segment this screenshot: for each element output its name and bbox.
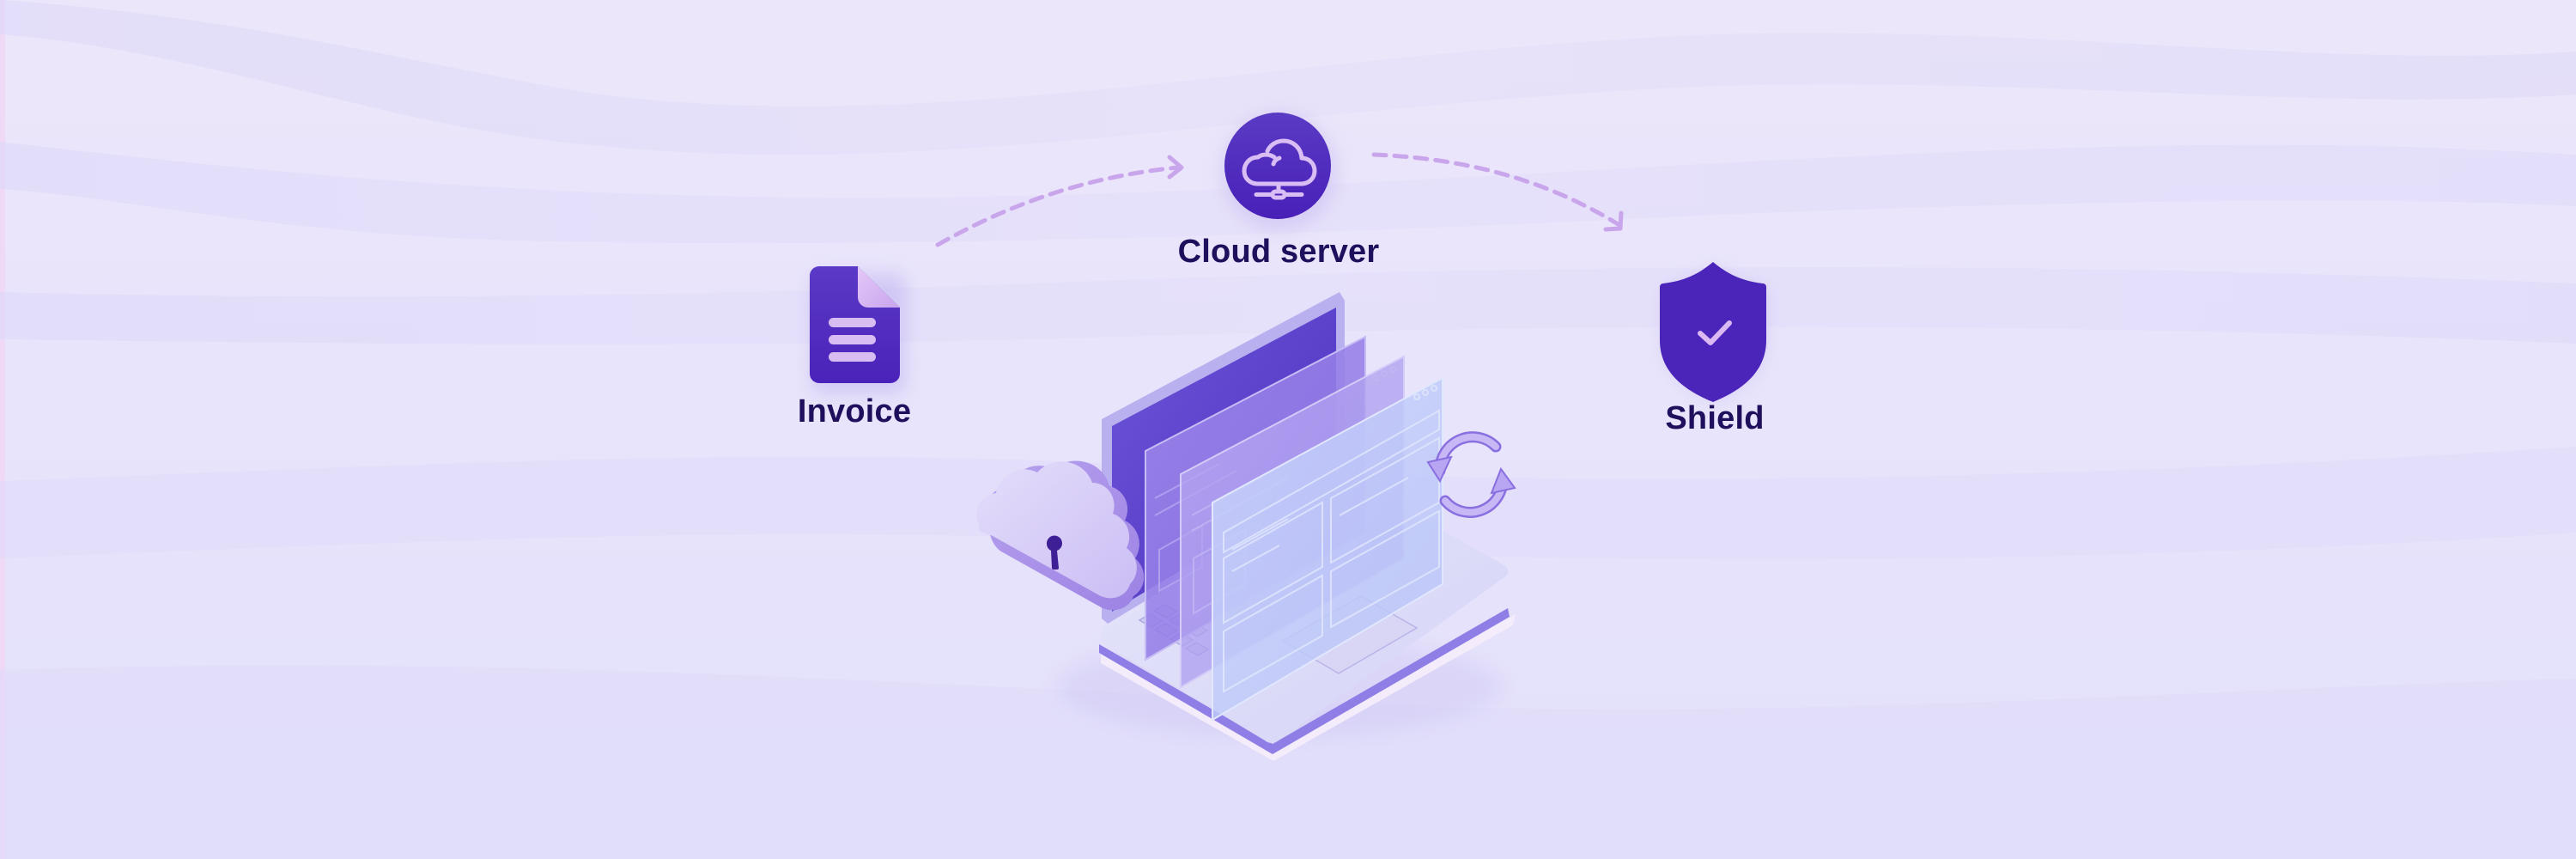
- flow-arrow-cloud-to-shield: [1371, 152, 1622, 228]
- flow-arrow-invoice-to-cloud: [935, 165, 1181, 247]
- wave-3: [0, 267, 2576, 344]
- document-icon: [810, 266, 900, 383]
- cloud-server-node: [1221, 113, 1338, 230]
- window-pane-3-lines: [1223, 385, 1440, 693]
- window-pane-3: [1212, 376, 1443, 722]
- shield-node: [1660, 262, 1766, 402]
- wave-1: [0, 0, 2576, 155]
- left-edge-strip: [0, 0, 5, 859]
- shield-check-icon: [1660, 262, 1766, 402]
- wave-5: [0, 665, 2576, 859]
- invoice-node: [810, 266, 906, 393]
- keyhole: [1046, 535, 1062, 570]
- sync-arrows-icon: [1426, 431, 1516, 518]
- shield-label: Shield: [1665, 400, 1765, 436]
- invoice-label: Invoice: [797, 393, 912, 430]
- arrowhead-icon: [1603, 210, 1624, 232]
- cloud-lock-icon: [976, 460, 1145, 611]
- laptop-illustration: [976, 292, 1516, 761]
- cloud-network-icon: [1242, 138, 1317, 200]
- cloud-server-badge: [1224, 113, 1331, 219]
- cloud-server-label: Cloud server: [1177, 234, 1380, 270]
- arrowhead-icon: [1167, 155, 1184, 180]
